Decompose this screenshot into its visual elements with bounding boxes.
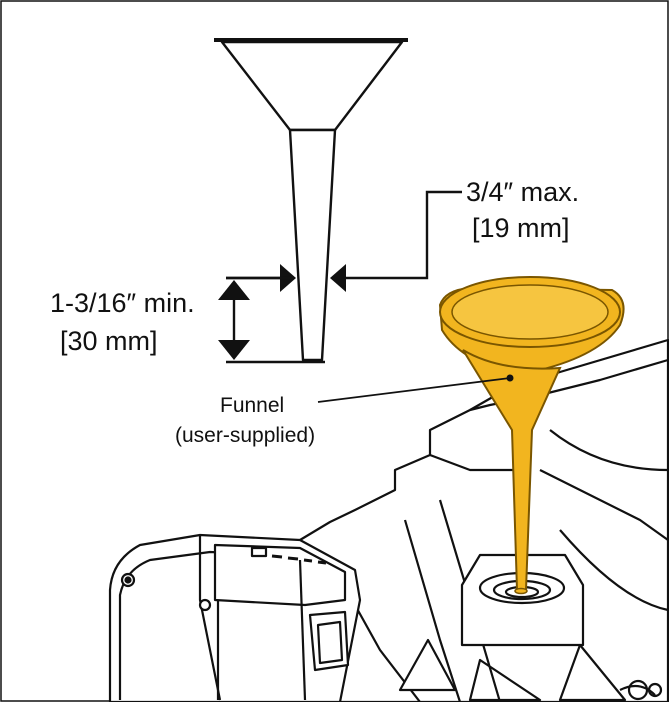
min-dimension-lines	[226, 276, 325, 364]
max-dimension-lines	[226, 190, 462, 280]
min-dimension-label: 1-3/16″ min.	[50, 288, 195, 318]
funnel-leader-line	[317, 377, 511, 403]
generator-fuel-tank	[298, 338, 669, 702]
max-dimension-label: 3/4″ max.	[466, 177, 579, 207]
battery-pack	[108, 533, 362, 702]
funnel-label: Funnel	[220, 394, 284, 417]
funnel-leader-dot	[506, 374, 514, 382]
min-dimension-arrows	[218, 280, 250, 360]
funnel-icon	[214, 38, 408, 362]
funnel-sublabel: (user-supplied)	[175, 424, 315, 447]
funnel-illustration	[438, 276, 625, 595]
min-dimension-metric: [30 mm]	[60, 326, 158, 356]
max-dimension-metric: [19 mm]	[472, 213, 570, 243]
